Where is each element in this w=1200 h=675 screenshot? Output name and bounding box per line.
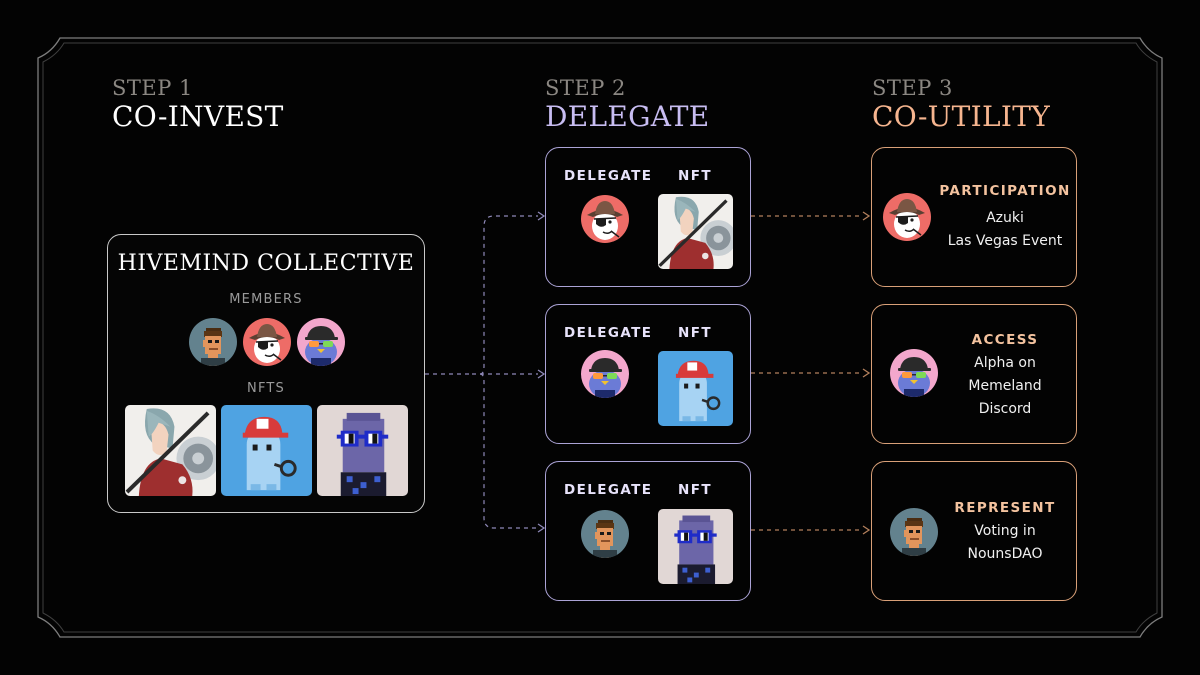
step-title: CO-UTILITY [872,100,1051,133]
delegate-label: DELEGATE [564,168,653,184]
connector-branch-top [479,215,538,375]
nft-label: NFT [678,168,712,184]
utility-text-line: Discord [978,401,1032,417]
arrow-icon [537,211,546,221]
step-1-heading: STEP 1 CO-INVEST [112,76,284,134]
nft-label: NFT [678,482,712,498]
utility-text-line: Las Vegas Event [947,233,1063,249]
delegate-label: DELEGATE [564,325,653,341]
nouns-nft-image [658,509,733,584]
utility-description: Voting in NounsDAO [938,520,1072,566]
utility-description: Alpha on Memeland Discord [938,352,1072,421]
nfts-label: NFTS [247,381,285,396]
bird-avatar [581,350,629,398]
collective-title: HIVEMIND COLLECTIVE [117,251,415,276]
delegate-card: DELEGATE NFT [545,461,751,601]
arrow-icon [537,523,546,533]
utility-text-line: Memeland [968,378,1042,394]
utility-text-line: Voting in [974,523,1036,539]
cowboy-avatar [883,193,931,241]
utility-text-line: NounsDAO [967,546,1043,562]
members-label: MEMBERS [229,292,303,307]
utility-title: REPRESENT [954,500,1056,516]
utility-card-participation: PARTICIPATION Azuki Las Vegas Event [871,147,1077,287]
utility-card-access: ACCESS Alpha on Memeland Discord [871,304,1077,444]
azuki-nft-image [658,194,733,269]
cowboy-avatar [581,195,629,243]
connector-branch-bottom [479,373,538,529]
step-number: STEP 2 [545,76,626,100]
delegate-label: DELEGATE [564,482,653,498]
azuki-nft-image [125,405,216,496]
utility-title: PARTICIPATION [939,183,1071,199]
step-3-heading: STEP 3 CO-UTILITY [872,76,1050,134]
cowboy-avatar [243,318,291,366]
arrow-icon [862,525,871,535]
nft-label: NFT [678,325,712,341]
punk-avatar [890,508,938,556]
punk-avatar [581,510,629,558]
arrow-icon [862,368,871,378]
hivemind-collective-panel: HIVEMIND COLLECTIVE MEMBERS NFTS [107,234,425,513]
utility-description: Azuki Las Vegas Event [938,207,1072,253]
step-number: STEP 3 [872,76,953,100]
step-title: CO-INVEST [112,100,284,133]
nouns-nft-image [317,405,408,496]
memeland-nft-image [221,405,312,496]
punk-avatar [189,318,237,366]
step-title: DELEGATE [545,100,710,133]
utility-card-represent: REPRESENT Voting in NounsDAO [871,461,1077,601]
bird-avatar [890,349,938,397]
utility-text-line: Alpha on [974,355,1036,371]
utility-text-line: Azuki [986,210,1024,226]
delegate-card: DELEGATE NFT [545,304,751,444]
arrow-icon [862,211,871,221]
connector-lines [425,215,863,531]
bird-avatar [297,318,345,366]
arrow-icon [537,369,546,379]
step-number: STEP 1 [112,76,193,100]
memeland-nft-image [658,351,733,426]
delegate-card: DELEGATE NFT [545,147,751,287]
step-2-heading: STEP 2 DELEGATE [545,76,710,134]
utility-title: ACCESS [971,332,1039,348]
arrowheads [537,211,871,535]
